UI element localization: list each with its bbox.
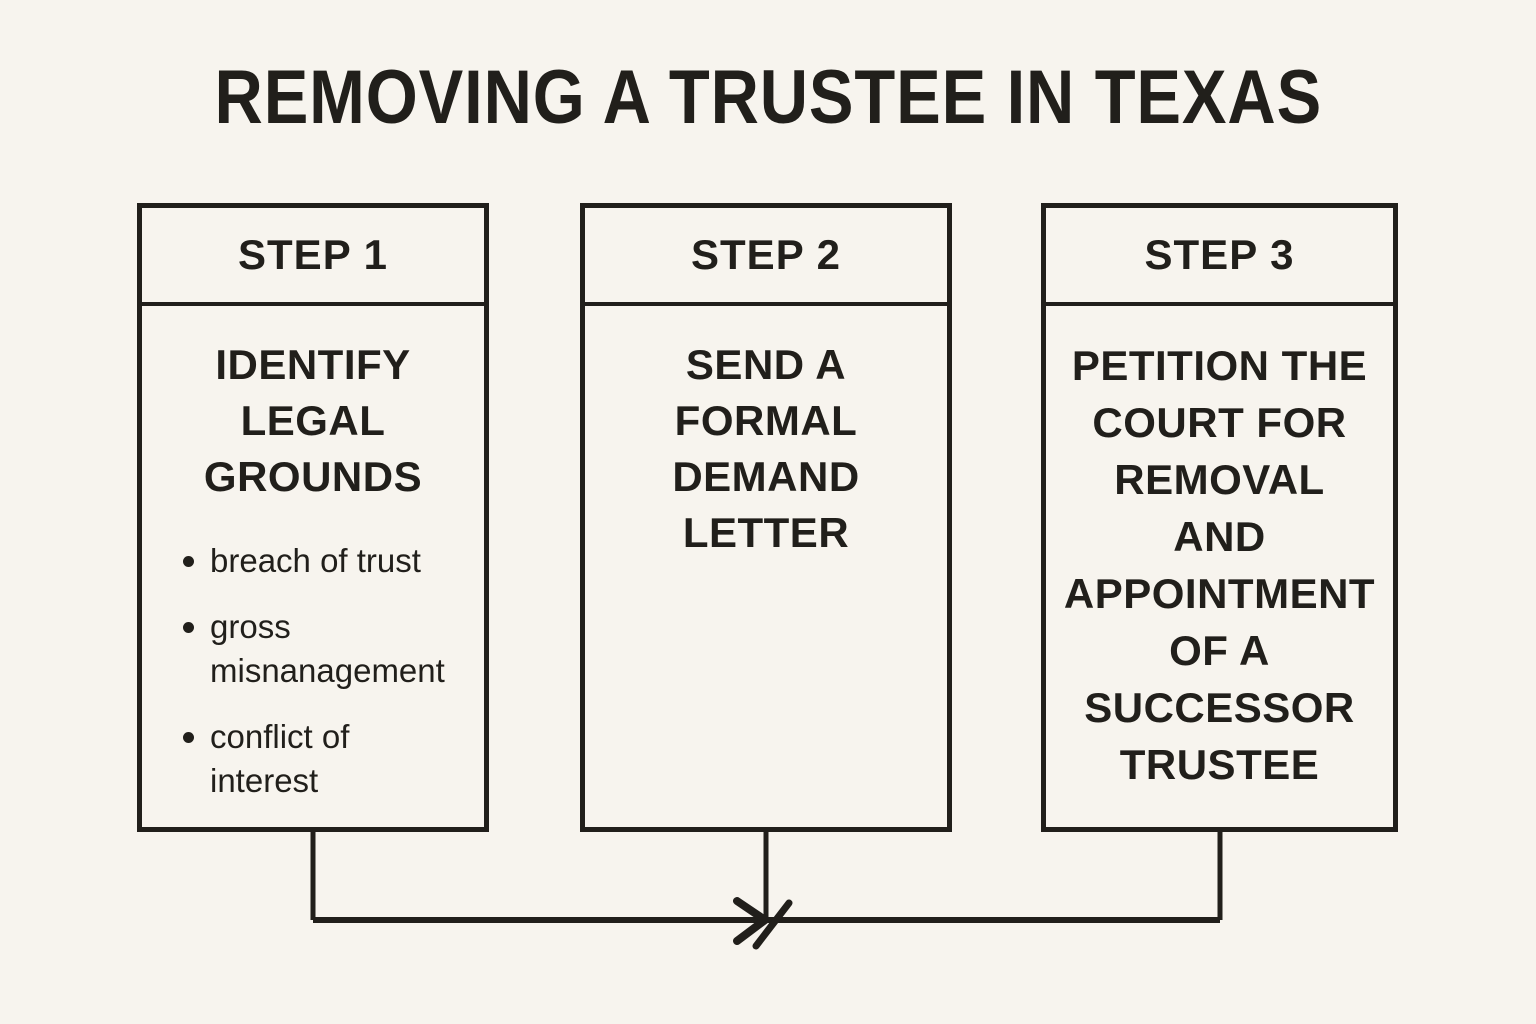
step-3-body: PETITION THE COURT FOR REMOVAL AND APPOI… <box>1046 306 1393 793</box>
page-title-text: REMOVING A TRUSTEE IN TEXAS <box>214 55 1322 140</box>
step-3-header: STEP 3 <box>1046 208 1393 306</box>
list-item: gross misnanagement <box>183 605 470 693</box>
step-2-body: SEND A FORMAL DEMAND LETTER <box>585 306 947 561</box>
step-1-box: STEP 1 IDENTIFY LEGAL GROUNDS breach of … <box>137 203 489 832</box>
bullet-dot-icon <box>183 556 194 567</box>
step-1-title: IDENTIFY LEGAL GROUNDS <box>203 341 423 500</box>
step-3-title: PETITION THE COURT FOR REMOVAL AND APPOI… <box>1063 342 1376 788</box>
step-1-body: IDENTIFY LEGAL GROUNDS breach of trust g… <box>142 306 484 803</box>
bullet-dot-icon <box>183 732 194 743</box>
bullet-text: gross misnanagement <box>210 608 445 689</box>
page-title: REMOVING A TRUSTEE IN TEXAS <box>0 60 1536 136</box>
step-1-header: STEP 1 <box>142 208 484 306</box>
step-2-title: SEND A FORMAL DEMAND LETTER <box>672 341 860 556</box>
bullet-text: breach of trust <box>210 542 421 579</box>
list-item: breach of trust <box>183 539 470 583</box>
step-2-header: STEP 2 <box>585 208 947 306</box>
step-2-box: STEP 2 SEND A FORMAL DEMAND LETTER <box>580 203 952 832</box>
bullet-dot-icon <box>183 622 194 633</box>
step-3-box: STEP 3 PETITION THE COURT FOR REMOVAL AN… <box>1041 203 1398 832</box>
list-item: conflict of interest <box>183 715 470 803</box>
step-1-bullet-list: breach of trust gross misnanagement conf… <box>142 539 484 803</box>
bullet-text: conflict of interest <box>210 718 350 799</box>
arrow-tail-stroke-icon <box>752 899 793 950</box>
arrow-head-icon <box>733 897 769 945</box>
